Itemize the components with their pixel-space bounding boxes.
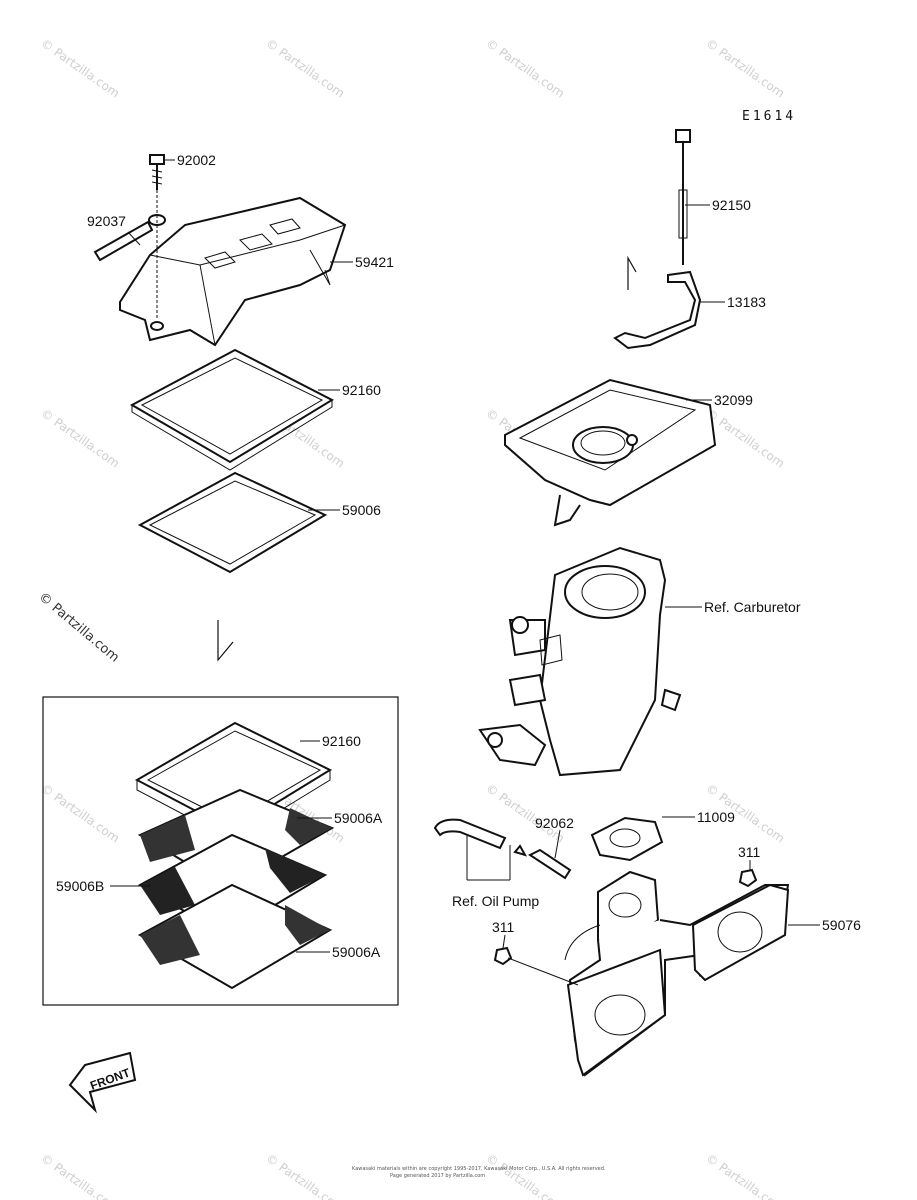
front-arrow-icon: FRONT (68, 1051, 137, 1114)
bolt-92150 (675, 129, 691, 265)
callout-59076: 59076 (822, 917, 861, 933)
intake-manifold-59076 (564, 870, 790, 1077)
watermark: © Partzilla.com (38, 781, 122, 846)
watermark: © Partzilla.com (263, 36, 347, 101)
watermark: © Partzilla.com (703, 1151, 787, 1200)
callout-92062: 92062 (535, 815, 574, 831)
oil-hose (433, 818, 528, 881)
callout-59006: 59006 (342, 502, 381, 518)
callout-92150: 92150 (712, 197, 751, 213)
callout-311: 311 (738, 844, 761, 860)
bolt-92002 (149, 154, 165, 190)
diagram-code: E1614 (742, 109, 796, 124)
callout-ref-oil-pump: Ref. Oil Pump (452, 893, 539, 909)
watermark: © Partzilla.com (703, 36, 787, 101)
watermark: © Partzilla.com (483, 1151, 567, 1200)
air-cover-59421 (119, 196, 347, 347)
callout-92037: 92037 (87, 213, 126, 229)
callout-311: 311 (492, 919, 515, 935)
watermark: © Partzilla.com (38, 406, 122, 471)
callout-92160-kit: 92160 (322, 733, 361, 749)
footer-copyright: Kawasaki materials within are copyright … (352, 1166, 606, 1172)
nut-311-left (493, 946, 513, 966)
direction-mark (627, 255, 637, 290)
watermark-main: © Partzilla.com (35, 590, 121, 666)
callout-59006A: 59006A (334, 810, 383, 826)
leader-lines (110, 159, 820, 986)
watermark: © Partzilla.com (483, 36, 567, 101)
watermark: © Partzilla.com (38, 1151, 122, 1200)
callout-32099: 32099 (714, 392, 753, 408)
callout-labels: 92002 92037 59421 92160 59006 92150 1318… (56, 152, 861, 960)
fitting-92062 (527, 848, 572, 880)
air-case-32099 (504, 378, 717, 527)
filter-59006 (137, 471, 328, 574)
gasket-11009 (590, 816, 664, 862)
watermark-group: © Partzilla.com © Partzilla.com © Partzi… (35, 36, 787, 1200)
watermark: © Partzilla.com (38, 36, 122, 101)
callout-59006B: 59006B (56, 878, 104, 894)
kit-box (42, 696, 399, 1006)
bracket-13183 (613, 270, 702, 350)
watermark: © Partzilla.com (703, 406, 787, 471)
carburetor (478, 546, 682, 777)
callout-59421: 59421 (355, 254, 394, 270)
screen-59006A-lower (137, 883, 333, 990)
callout-92160: 92160 (342, 382, 381, 398)
callout-ref-carburetor: Ref. Carburetor (704, 599, 801, 615)
callout-92002: 92002 (177, 152, 216, 168)
direction-mark (217, 620, 234, 662)
gasket-92160 (129, 348, 335, 471)
callout-59006A: 59006A (332, 944, 381, 960)
watermark: © Partzilla.com (263, 1151, 347, 1200)
nut-311-right (738, 868, 758, 888)
callout-13183: 13183 (727, 294, 766, 310)
callout-11009: 11009 (697, 809, 735, 825)
footer-generated: Page generated 2017 by Partzilla.com (390, 1173, 485, 1179)
strap-92037 (93, 220, 154, 262)
